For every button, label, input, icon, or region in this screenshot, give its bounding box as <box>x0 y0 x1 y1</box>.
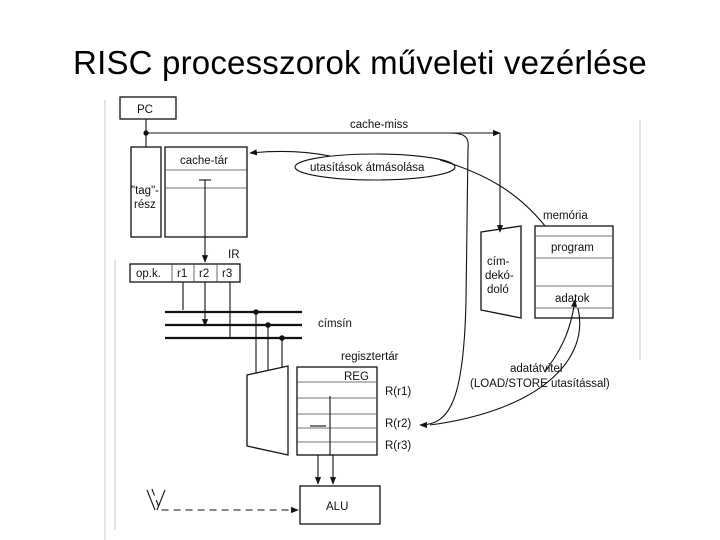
cache-tar-label: cache-tár <box>180 155 228 167</box>
program-label: program <box>551 242 594 254</box>
utasitasok-label: utasítások átmásolása <box>310 162 425 174</box>
address-decoder: cím- dekó- doló <box>480 225 522 319</box>
ir-r2: r2 <box>199 268 209 280</box>
adatok-label: adatok <box>555 293 590 305</box>
decoder-label-line2: dekó- <box>485 270 514 282</box>
copy-line-from-memory <box>439 159 546 227</box>
ir-r1: r1 <box>177 268 187 280</box>
reg-label: REG <box>344 371 369 383</box>
cache-miss-label: cache-miss <box>350 119 408 131</box>
tag-part: "tag"- rész <box>130 146 162 238</box>
memoria-label: memória <box>543 210 588 222</box>
decoder-label-line1: cím- <box>487 256 510 268</box>
adatatvitel-to-memory <box>544 299 578 373</box>
memory-to-reg-curve <box>429 307 581 426</box>
cimsin-label: címsín <box>318 318 352 330</box>
decoder-label-line3: doló <box>487 284 509 296</box>
address-bus <box>165 310 302 340</box>
alu-label: ALU <box>326 501 348 513</box>
cache-tar: cache-tár <box>164 146 248 238</box>
ir-r3: r3 <box>222 268 232 280</box>
data-transfer-curve <box>419 132 469 429</box>
pc-label: PC <box>137 104 153 116</box>
pc-register: PC <box>119 96 177 120</box>
scan-artifacts <box>104 100 641 540</box>
adatatvitel-label-line2: (LOAD/STORE utasítással) <box>470 378 610 390</box>
rr2-label: R(r2) <box>385 418 411 430</box>
register-file: REG <box>296 366 378 456</box>
rr3-label: R(r3) <box>385 440 411 452</box>
regisztertar-label: regisztertár <box>341 351 399 363</box>
tag-label-line1: "tag"- <box>131 185 159 197</box>
adatatvitel-label-line1: adatátvitel <box>510 363 562 375</box>
utasitasok-ellipse <box>294 153 456 181</box>
ir-opk: op.k. <box>136 268 161 280</box>
copy-arrow-to-cache <box>249 149 331 157</box>
instruction-register: op.k. r1 r2 r3 <box>129 263 241 283</box>
ir-label: IR <box>228 249 240 261</box>
alu-block: ALU <box>299 485 381 525</box>
tag-label-line2: rész <box>134 199 156 211</box>
rr1-label: R(r1) <box>385 386 411 398</box>
page-title: RISC processzorok műveleti vezérlése <box>73 44 647 81</box>
register-selector <box>246 365 289 456</box>
control-dashed-line <box>151 488 299 514</box>
